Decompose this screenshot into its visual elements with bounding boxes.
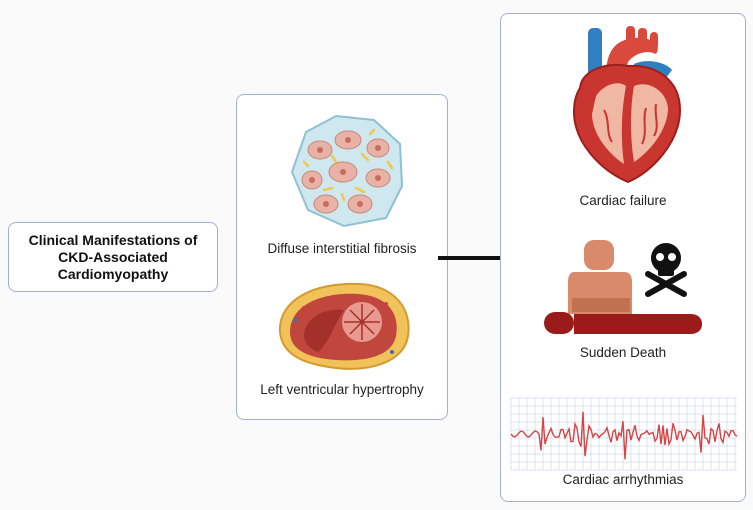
sudden-death-label: Sudden Death [579,345,667,360]
skull-crossbones-icon [645,243,687,297]
title-box: Clinical Manifestations of CKD-Associate… [8,222,218,292]
ecg-trace-icon [510,397,738,471]
arrhythmias-label: Cardiac arrhythmias [562,472,684,487]
diagram-title: Clinical Manifestations of CKD-Associate… [28,231,198,282]
heart-anatomy-icon [572,26,682,184]
ecg-line [510,411,738,460]
hypertrophy-label: Left ventricular hypertrophy [260,382,424,397]
fibrosis-tissue-icon [290,114,404,228]
cardiac-failure-label: Cardiac failure [579,193,667,208]
collapsed-person-icon [544,240,702,334]
fibrosis-label: Diffuse interstitial fibrosis [267,241,417,256]
ventricle-cross-section-icon [278,282,410,370]
